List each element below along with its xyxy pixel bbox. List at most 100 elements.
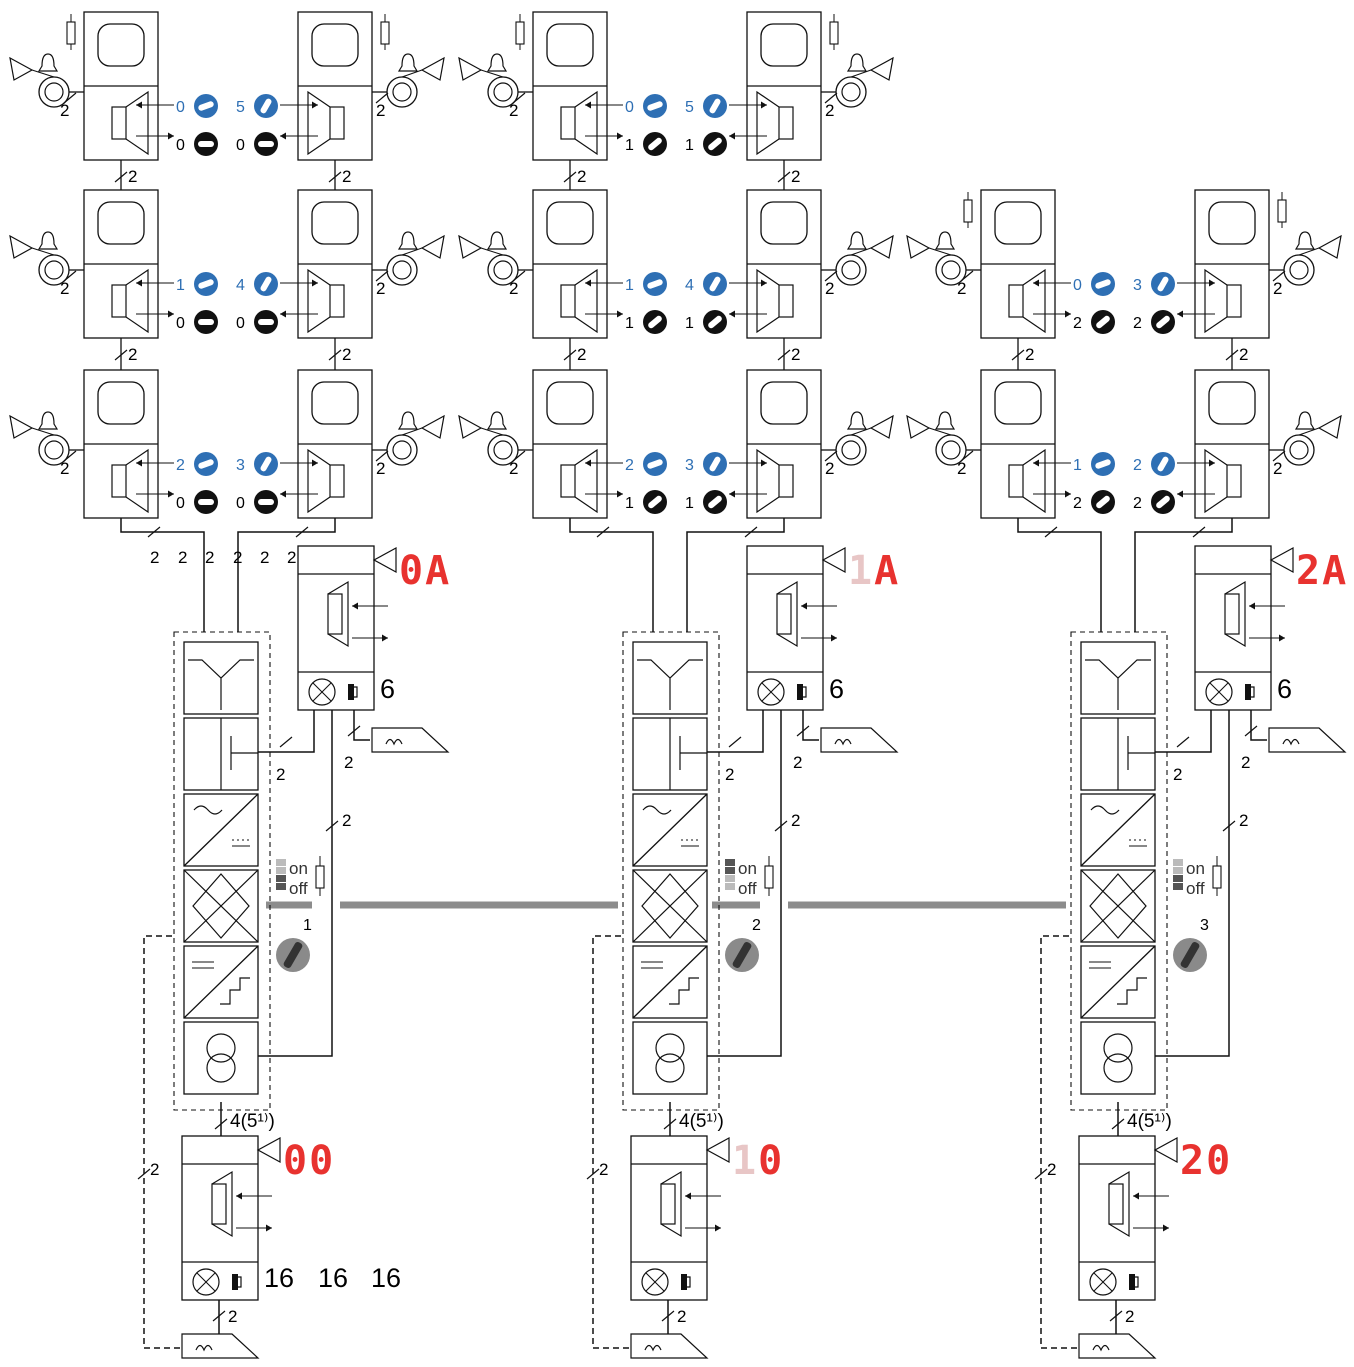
speaker-icon bbox=[778, 284, 794, 318]
knob-position-label: 0 bbox=[1073, 277, 1082, 294]
knob-position-label: 4 bbox=[236, 277, 245, 294]
horn-icon bbox=[372, 546, 397, 574]
right-blue-selector-knob: 5 bbox=[236, 94, 278, 118]
wire-count-label: 2 bbox=[791, 167, 800, 186]
knob-position-label: 1 bbox=[176, 277, 185, 294]
wire-count-label: 2 bbox=[150, 1160, 159, 1179]
upper-sub-station bbox=[746, 545, 846, 711]
left-black-selector-knob: 0 bbox=[176, 132, 218, 156]
indoor-station-right: 2 bbox=[729, 369, 894, 519]
wire-count-label: 2 bbox=[228, 1307, 237, 1326]
tee-icon bbox=[220, 718, 258, 790]
station-count-label: 6 bbox=[829, 674, 844, 704]
tee-icon bbox=[1117, 718, 1155, 790]
speaker-cone-icon bbox=[125, 448, 149, 514]
central-control-unit bbox=[173, 631, 271, 1111]
knob-position-label: 0 bbox=[176, 99, 185, 116]
knob-position-label: 0 bbox=[236, 495, 245, 512]
signal-splitter-icon bbox=[188, 659, 254, 710]
horn-icon bbox=[420, 234, 445, 259]
seven-segment-display: 00 bbox=[283, 1138, 335, 1184]
arrow-head bbox=[617, 310, 623, 318]
fuse-icon bbox=[66, 21, 76, 45]
video-screen-icon bbox=[1208, 381, 1256, 425]
horn-icon bbox=[9, 234, 34, 259]
wire-count-label: 2 bbox=[509, 101, 518, 120]
dial-pointer bbox=[283, 941, 303, 969]
knob-position-label: 2 bbox=[176, 457, 185, 474]
bell-icon bbox=[934, 231, 956, 250]
right-black-selector-knob: 2 bbox=[1133, 490, 1175, 514]
horn-icon bbox=[9, 56, 34, 81]
wire-count-label: 2 bbox=[342, 811, 351, 830]
arrow-head bbox=[617, 132, 623, 140]
arrow-head bbox=[280, 490, 286, 498]
lower-address-display: 20 bbox=[1180, 1138, 1230, 1184]
bottom-count-label: 16 bbox=[371, 1263, 401, 1293]
transformer-icon bbox=[206, 1033, 236, 1063]
switch-segment bbox=[1173, 875, 1183, 882]
wire-count-label: 2 bbox=[825, 459, 834, 478]
speaker-icon bbox=[560, 106, 576, 140]
arrow-head bbox=[1065, 490, 1071, 498]
left-black-selector-knob: 1 bbox=[625, 132, 667, 156]
video-screen-icon bbox=[760, 23, 808, 67]
door-chime-icon bbox=[1268, 727, 1347, 753]
arrow-head bbox=[585, 279, 591, 287]
control-unit-enclosure bbox=[1070, 631, 1168, 1111]
fuse-icon bbox=[380, 21, 390, 45]
bottom-count-label: 16 bbox=[264, 1263, 294, 1293]
wire-count-label: 2 bbox=[1273, 279, 1282, 298]
video-screen-icon bbox=[546, 23, 594, 67]
left-blue-selector-knob: 1 bbox=[1073, 452, 1115, 476]
indoor-station-right: 2 bbox=[280, 369, 445, 519]
right-black-selector-knob: 0 bbox=[236, 310, 278, 334]
bus-wire-label: 4(5¹⁾) bbox=[230, 1111, 275, 1132]
arrow-head bbox=[761, 459, 767, 467]
speaker-cone-icon bbox=[1204, 268, 1228, 334]
indoor-station-right: 2 bbox=[729, 189, 894, 339]
switch-segment bbox=[276, 883, 286, 890]
arrow-head bbox=[236, 1192, 242, 1200]
switch-segment bbox=[1173, 867, 1183, 874]
wire-count-label: 2 bbox=[1273, 459, 1282, 478]
arrow-head bbox=[382, 634, 388, 642]
dial-value-label: 3 bbox=[1200, 917, 1209, 934]
left-black-selector-knob: 2 bbox=[1073, 310, 1115, 334]
knob-slot bbox=[647, 101, 663, 111]
knob-position-label: 2 bbox=[625, 457, 634, 474]
right-blue-selector-knob: 3 bbox=[1133, 272, 1175, 296]
knob-slot bbox=[648, 137, 662, 151]
arrow-head bbox=[761, 101, 767, 109]
central-control-unit bbox=[1070, 631, 1168, 1111]
video-screen-icon bbox=[97, 381, 145, 425]
switch-off-label: off bbox=[289, 879, 308, 898]
speaker-icon bbox=[329, 284, 345, 318]
knob-slot bbox=[1156, 315, 1170, 329]
right-black-selector-knob: 1 bbox=[685, 490, 727, 514]
switch-segment bbox=[725, 867, 735, 874]
knob-position-label: 2 bbox=[1133, 457, 1142, 474]
indoor-station-left: 2 bbox=[906, 369, 1071, 519]
horn-icon bbox=[869, 414, 894, 439]
control-module bbox=[1080, 1021, 1156, 1095]
lower-sub-station bbox=[1078, 1135, 1178, 1301]
sub-station-housing bbox=[746, 545, 824, 711]
digital-signal-icon bbox=[1117, 977, 1147, 1005]
knob-slot bbox=[709, 276, 721, 292]
knob-slot bbox=[1157, 456, 1169, 472]
dashed-return-wire bbox=[592, 935, 631, 1349]
horn-icon bbox=[256, 1136, 281, 1164]
speaker-icon bbox=[1008, 284, 1024, 318]
fuse-icon bbox=[764, 865, 774, 889]
riser-wiring bbox=[569, 518, 785, 632]
signal-splitter-icon bbox=[1085, 659, 1151, 710]
right-black-selector-knob: 0 bbox=[236, 132, 278, 156]
control-module bbox=[632, 1021, 708, 1095]
right-black-selector-knob: 1 bbox=[685, 132, 727, 156]
wire-count-label: 2 bbox=[60, 279, 69, 298]
